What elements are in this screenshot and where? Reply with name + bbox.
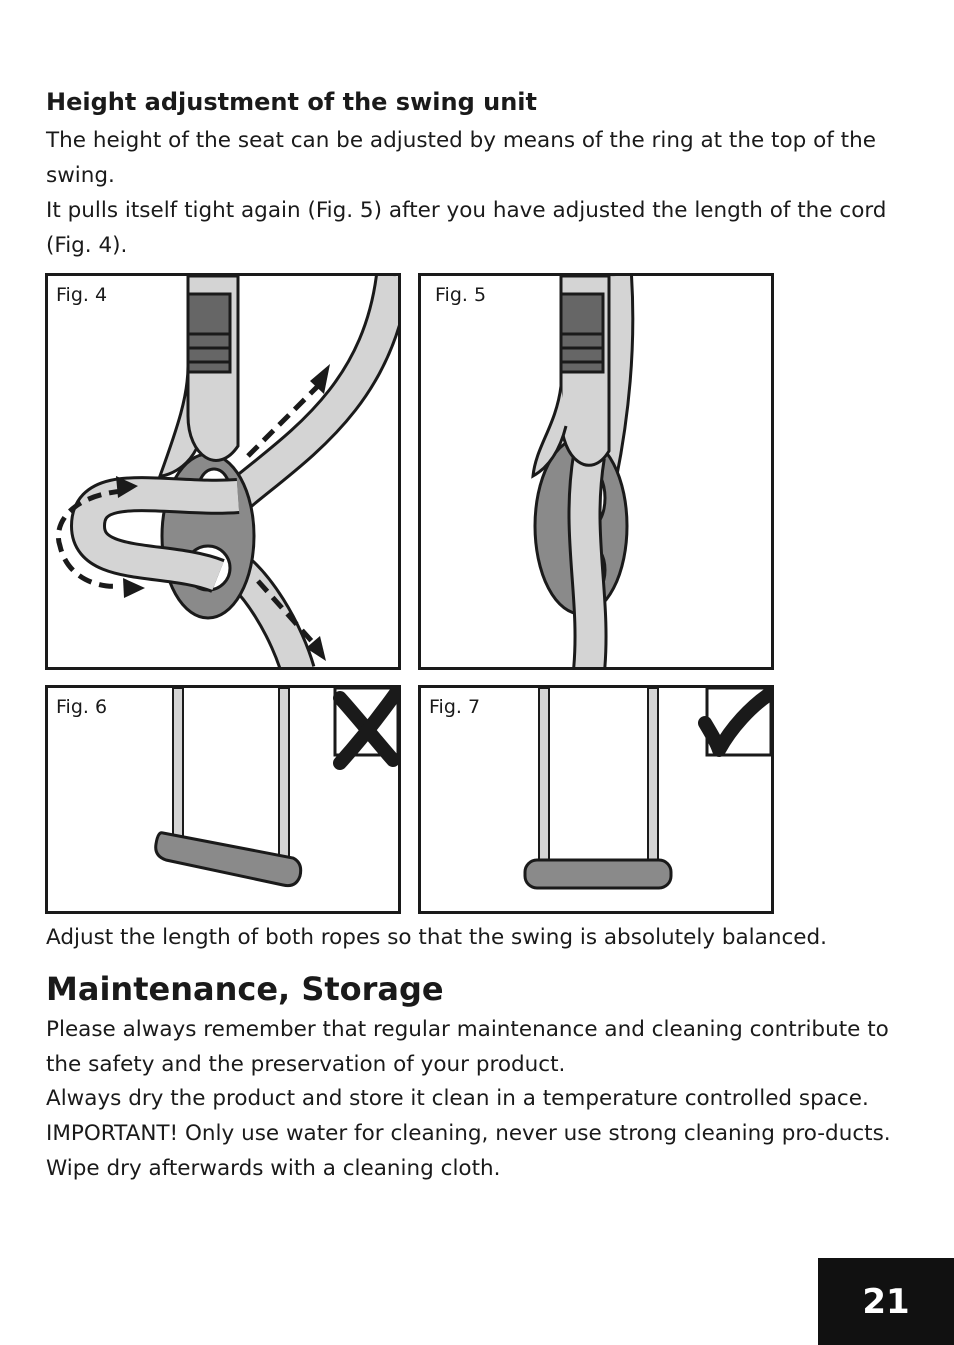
paragraph-height-intro: The height of the seat can be adjusted b…	[46, 128, 876, 188]
paragraph-height-tighten: It pulls itself tight again (Fig. 5) aft…	[46, 198, 887, 258]
figure-7-label: Fig. 7	[427, 696, 483, 718]
figure-4-label: Fig. 4	[54, 284, 110, 306]
paragraph-maintenance-intro: Please always remember that regular main…	[46, 1017, 889, 1077]
figure-6-unbalanced-swing: Fig. 6	[45, 685, 401, 914]
cord-tightened-illustration	[531, 276, 635, 667]
paragraph-cleaning-warning: IMPORTANT! Only use water for cleaning, …	[46, 1121, 891, 1181]
unbalanced-swing-illustration	[154, 688, 398, 888]
figure-5-label: Fig. 5	[433, 284, 489, 306]
balanced-swing-illustration	[523, 688, 771, 890]
cross-mark-icon	[333, 688, 398, 770]
paragraph-storage: Always dry the product and store it clea…	[46, 1086, 869, 1111]
section-heading-maintenance: Maintenance, Storage	[46, 970, 444, 1008]
figure-7-balanced-swing: Fig. 7	[418, 685, 774, 914]
section-heading-height-adjustment: Height adjustment of the swing unit	[46, 88, 537, 116]
cord-adjustment-illustration	[55, 276, 398, 667]
balance-note: Adjust the length of both ropes so that …	[46, 925, 827, 950]
figure-5-tightened-cord: Fig. 5	[418, 273, 774, 670]
check-mark-icon	[698, 688, 771, 757]
page-number: 21	[818, 1258, 954, 1345]
figure-6-label: Fig. 6	[54, 696, 110, 718]
figure-4-adjusting-cord: Fig. 4	[45, 273, 401, 670]
